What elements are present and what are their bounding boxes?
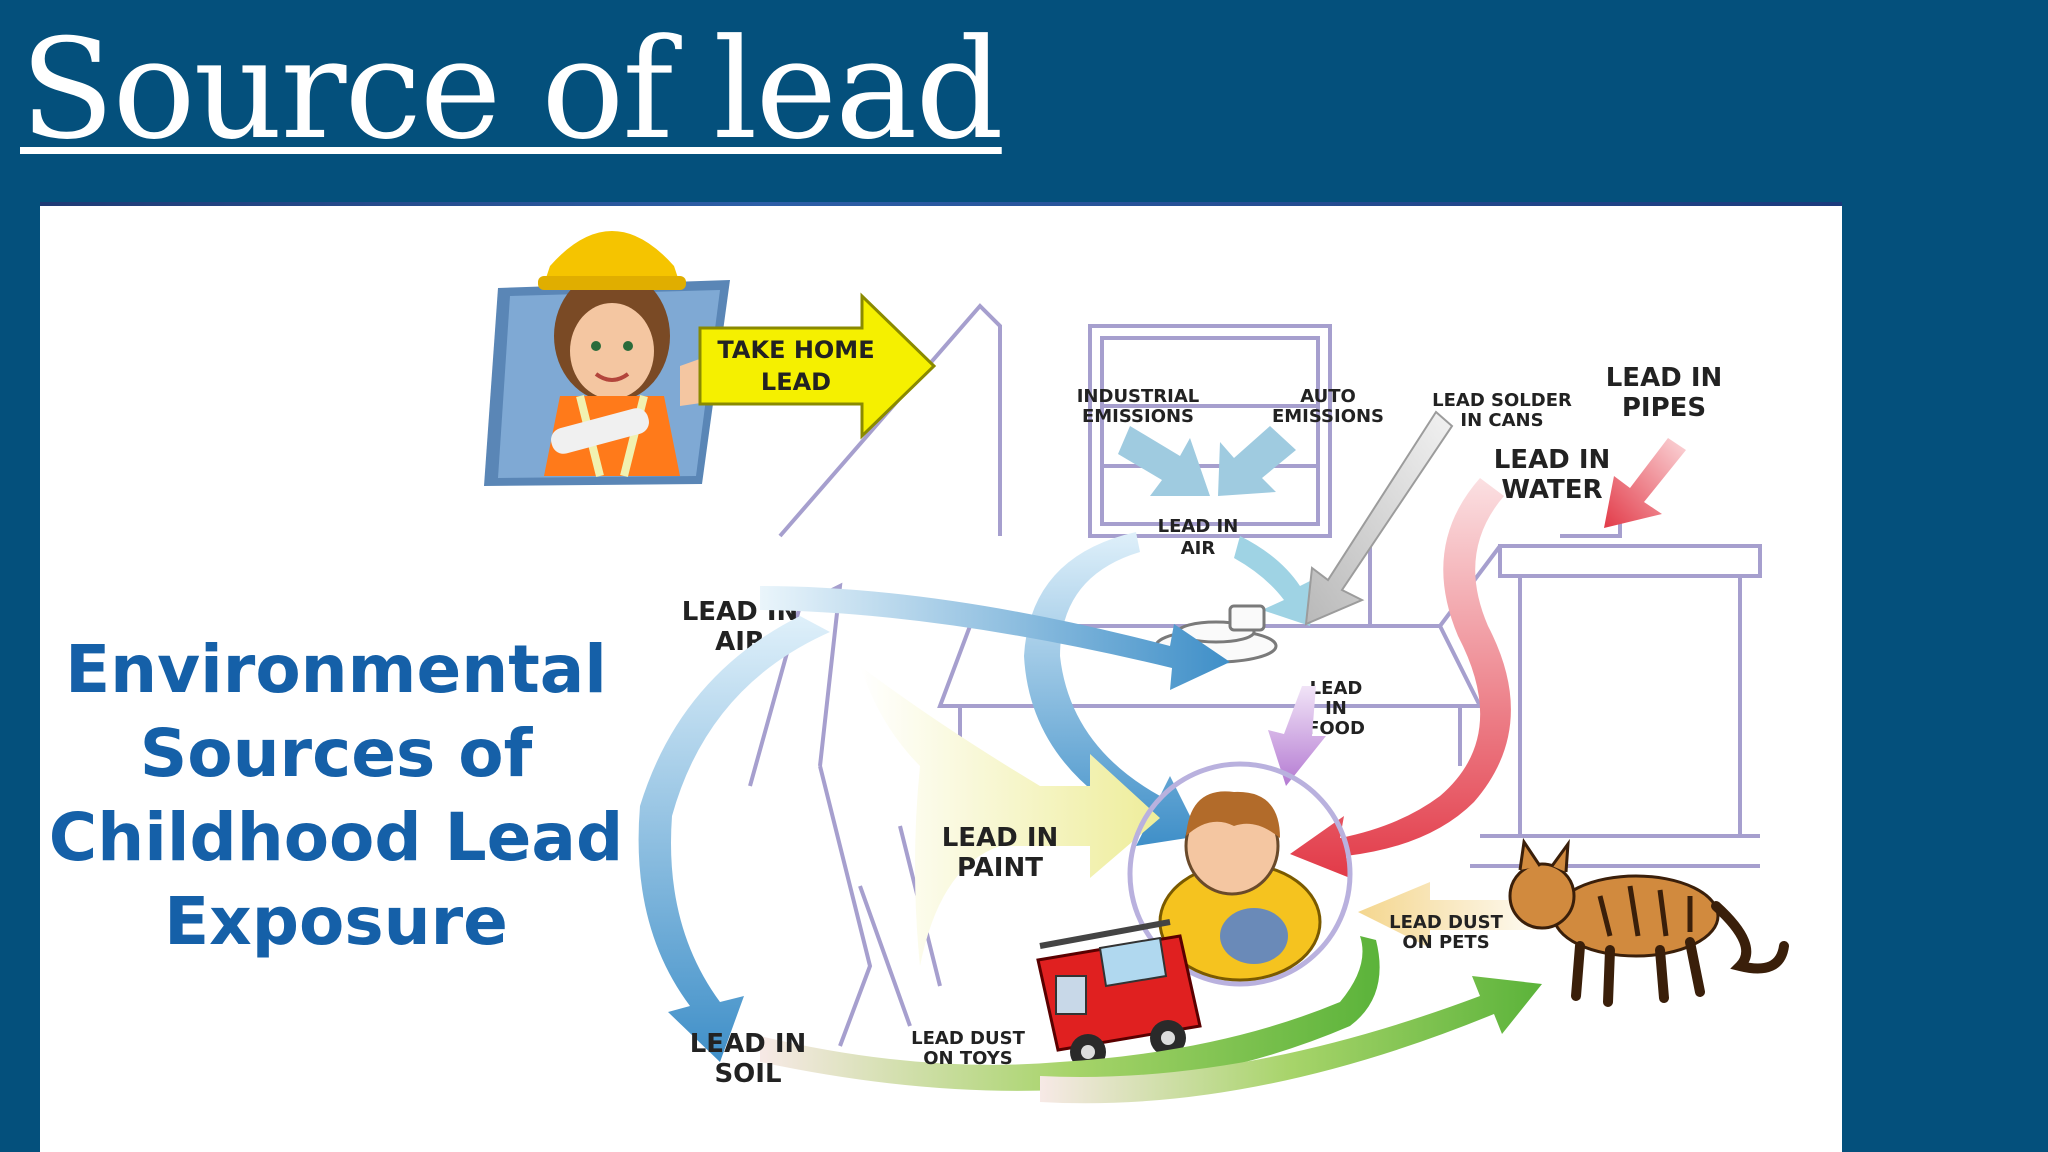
food-label-3: FOOD (1307, 718, 1365, 739)
cat-icon (1508, 837, 1789, 1007)
heading-line-3: Childhood Lead (49, 799, 623, 876)
toys-label-1: LEAD DUST (911, 1028, 1025, 1049)
soil-label-1: LEAD IN (690, 1029, 807, 1059)
indoor-air-arrow-to-child (1024, 532, 1200, 846)
pipes-label-1: LEAD IN (1606, 363, 1723, 393)
auto-label-1: AUTO (1300, 386, 1356, 407)
slide-title: Source of lead (20, 9, 1004, 170)
industrial-label-1: INDUSTRIAL (1077, 386, 1200, 407)
worker-icon (484, 231, 730, 486)
lead-sources-diagram: TAKE HOME LEAD INDUSTRIAL EMISSIONS AUTO… (49, 231, 1789, 1104)
lead-in-food-arrow (1268, 686, 1326, 786)
pets-label-2: ON PETS (1402, 932, 1489, 953)
food-label-1: LEAD (1310, 678, 1363, 699)
auto-label-2: EMISSIONS (1272, 406, 1384, 427)
industrial-label-2: EMISSIONS (1082, 406, 1194, 427)
fire-truck-icon (1036, 919, 1202, 1070)
solder-label-1: LEAD SOLDER (1432, 390, 1572, 411)
lead-dust-on-toys-arrow (760, 936, 1380, 1091)
solder-label-2: IN CANS (1460, 410, 1543, 431)
heading-line-4: Exposure (164, 883, 508, 960)
take-home-lead-arrow (698, 292, 937, 440)
outdoor-air-arrow-to-food (760, 586, 1230, 690)
food-label-2: IN (1325, 698, 1347, 719)
water-label-2: WATER (1501, 475, 1602, 505)
heading-line-1: Environmental (65, 631, 607, 708)
heading-line-2: Sources of (140, 715, 534, 792)
child-circle (1127, 761, 1353, 987)
toys-label-2: ON TOYS (923, 1048, 1013, 1069)
industrial-emissions-arrow (1118, 426, 1210, 496)
lead-in-paint-arrow (860, 666, 1160, 966)
paint-label-2: PAINT (957, 853, 1043, 883)
take-home-label-2: LEAD (761, 368, 831, 396)
lead-solder-arrow (1304, 410, 1454, 626)
indoor-air-arrow-to-food (1234, 536, 1320, 626)
lead-dust-on-pets-arrow (1358, 882, 1560, 948)
soil-label-2: SOIL (714, 1059, 781, 1089)
pets-label-1: LEAD DUST (1389, 912, 1503, 933)
green-arrow-to-pets (1040, 976, 1542, 1104)
paint-label-1: LEAD IN (942, 823, 1059, 853)
auto-emissions-arrow (1218, 426, 1296, 496)
water-label-1: LEAD IN (1494, 445, 1611, 475)
take-home-label-1: TAKE HOME (717, 336, 874, 364)
child-icon (1158, 791, 1322, 982)
lead-in-pipes-arrow (1604, 438, 1686, 528)
outdoor-air-arrow-to-soil (638, 616, 830, 1062)
indoor-air-label-1: LEAD IN (1158, 516, 1239, 537)
diagram-panel: TAKE HOME LEAD INDUSTRIAL EMISSIONS AUTO… (40, 206, 1842, 1152)
lead-in-water-arrow (1290, 478, 1511, 878)
indoor-air-label-2: AIR (1181, 538, 1216, 559)
pipes-label-2: PIPES (1622, 393, 1706, 423)
